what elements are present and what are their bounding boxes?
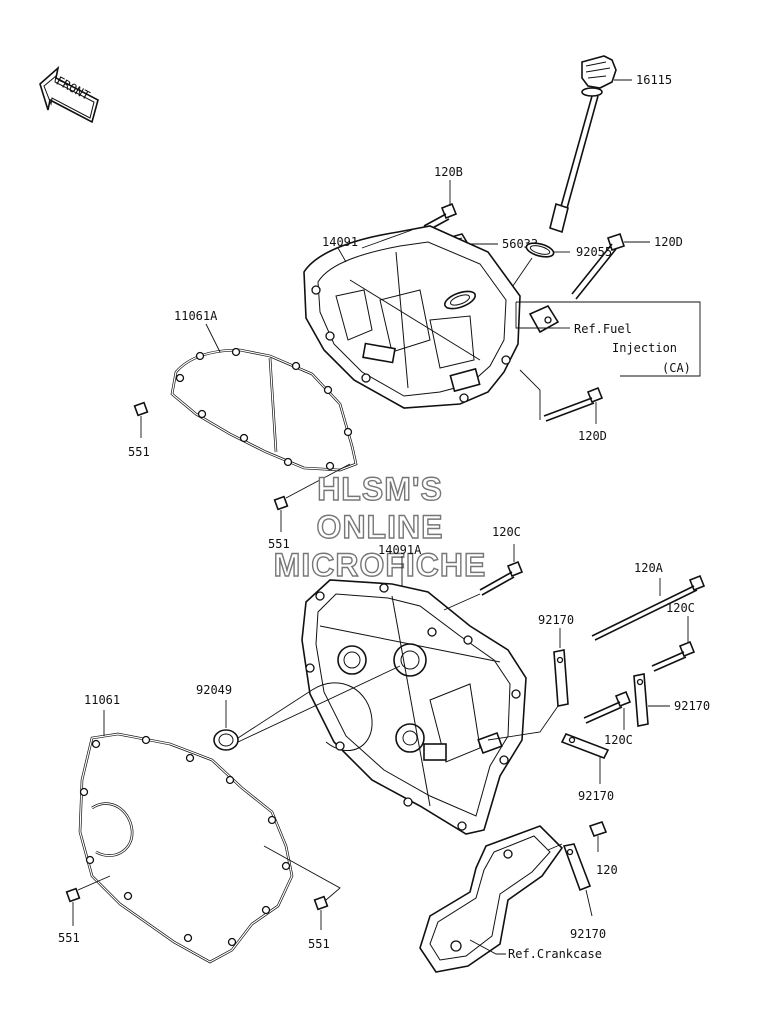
ref-fuel-injection-line2: Injection: [612, 341, 677, 355]
dowel-pin-551-top-part: [133, 401, 149, 417]
crankcase-reference-part: [419, 825, 564, 973]
callout-120d-top: 120D: [654, 235, 683, 249]
callout-14091a: 14091A: [378, 543, 422, 557]
callout-120b: 120B: [434, 165, 463, 179]
callout-551-mid: 551: [268, 537, 290, 551]
callout-551-right: 551: [308, 937, 330, 951]
callout-92049: 92049: [196, 683, 232, 697]
outer-cover-gasket-11061a-part: [170, 347, 358, 472]
watermark-line-2: ONLINE: [317, 509, 444, 545]
front-direction-arrow-icon: FRONT: [39, 65, 99, 124]
clamp-92170-a-part: [553, 649, 569, 707]
clamp-92170-b-part: [633, 673, 649, 727]
watermark-line-1: HLSM'S: [317, 471, 443, 507]
callout-16115: 16115: [636, 73, 672, 87]
callout-120c-top: 120C: [492, 525, 521, 539]
callout-120a: 120A: [634, 561, 664, 575]
dowel-pin-551-left-part: [65, 887, 81, 903]
watermark-line-3: MICROFICHE: [274, 547, 487, 583]
bolt-120d-top-part: [571, 232, 626, 300]
watermark: HLSM'S ONLINE MICROFICHE: [273, 470, 487, 583]
clamp-92170-d-part: [562, 843, 592, 892]
bolt-120c-low-part: [583, 690, 632, 724]
dowel-pin-551-right-part: [313, 895, 329, 911]
o-ring-92055-part: [525, 242, 555, 258]
callout-14091: 14091: [322, 235, 358, 249]
callout-11061a: 11061A: [174, 309, 218, 323]
callout-11061: 11061: [84, 693, 120, 707]
bolt-120c-top-part: [479, 560, 524, 596]
callout-551-left: 551: [58, 931, 80, 945]
oil-seal-92049-part: [213, 729, 239, 751]
callout-92170-b: 92170: [674, 699, 710, 713]
callout-120c-right: 120C: [666, 601, 695, 615]
callout-551-top: 551: [128, 445, 150, 459]
callout-120d-bottom: 120D: [578, 429, 607, 443]
long-bolt-120a-part: [591, 574, 706, 641]
bolt-120b-part: [423, 202, 458, 232]
outer-clutch-cover-14091-part: [303, 225, 521, 409]
inner-clutch-cover-14091a-part: [301, 579, 527, 835]
ref-crankcase-label: Ref.Crankcase: [508, 947, 602, 961]
callout-92170-a: 92170: [538, 613, 574, 627]
bolt-120-part: [588, 821, 608, 837]
callout-92170-c: 92170: [578, 789, 614, 803]
callout-92055: 92055: [576, 245, 612, 259]
ref-fuel-injection-line1: Ref.Fuel: [574, 322, 632, 336]
callout-120c-low: 120C: [604, 733, 633, 747]
dowel-pin-551-mid-part: [273, 495, 289, 511]
ref-fuel-injection-line3: (CA): [662, 361, 691, 375]
callout-92170-d: 92170: [570, 927, 606, 941]
bolt-120c-right-part: [651, 640, 696, 672]
dipstick-cap-part: [549, 55, 617, 234]
clamp-92170-c-part: [560, 732, 610, 760]
inner-cover-gasket-11061-part: [78, 732, 294, 964]
fuel-injection-clamp-part: [528, 304, 560, 334]
bolt-120d-bottom-part: [543, 386, 604, 422]
callout-120: 120: [596, 863, 618, 877]
